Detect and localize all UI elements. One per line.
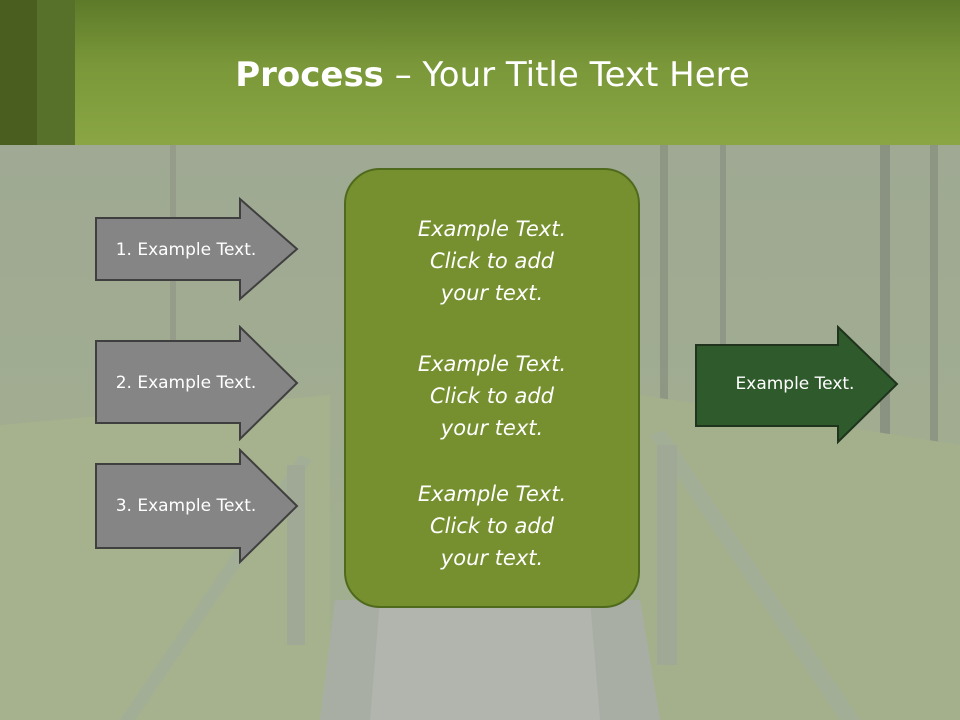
center-line: your text. [440, 281, 544, 305]
center-text-box[interactable] [344, 168, 640, 608]
right-arrow-shape[interactable] [694, 325, 900, 445]
title-bold: Process [235, 55, 384, 95]
arrow-label-2: 2. Example Text. [115, 373, 257, 393]
header-accent-strip [0, 0, 37, 145]
title-bar [0, 0, 960, 145]
arrow-label-1: 1. Example Text. [115, 240, 257, 260]
title-rest: – Your Title Text Here [383, 55, 750, 95]
arrow-shape-1[interactable] [94, 197, 300, 301]
arrow-label-3: 3. Example Text. [115, 496, 257, 516]
center-paragraph-3: Example Text. Click to add your text. [344, 478, 640, 574]
header-accent-strip [37, 0, 75, 145]
arrow-shape-2[interactable] [94, 325, 300, 441]
center-line: Example Text. [417, 482, 567, 506]
center-paragraph-2: Example Text. Click to add your text. [344, 348, 640, 444]
center-line: Click to add [429, 249, 554, 273]
center-line: Example Text. [417, 217, 567, 241]
slide-title[interactable]: Process – Your Title Text Here [0, 53, 960, 97]
arrow-shape-3[interactable] [94, 448, 300, 564]
center-line: Click to add [429, 384, 554, 408]
center-line: Example Text. [417, 352, 567, 376]
center-line: your text. [440, 546, 544, 570]
center-line: your text. [440, 416, 544, 440]
center-line: Click to add [429, 514, 554, 538]
right-arrow-label: Example Text. [735, 374, 855, 394]
center-paragraph-1: Example Text. Click to add your text. [344, 213, 640, 309]
